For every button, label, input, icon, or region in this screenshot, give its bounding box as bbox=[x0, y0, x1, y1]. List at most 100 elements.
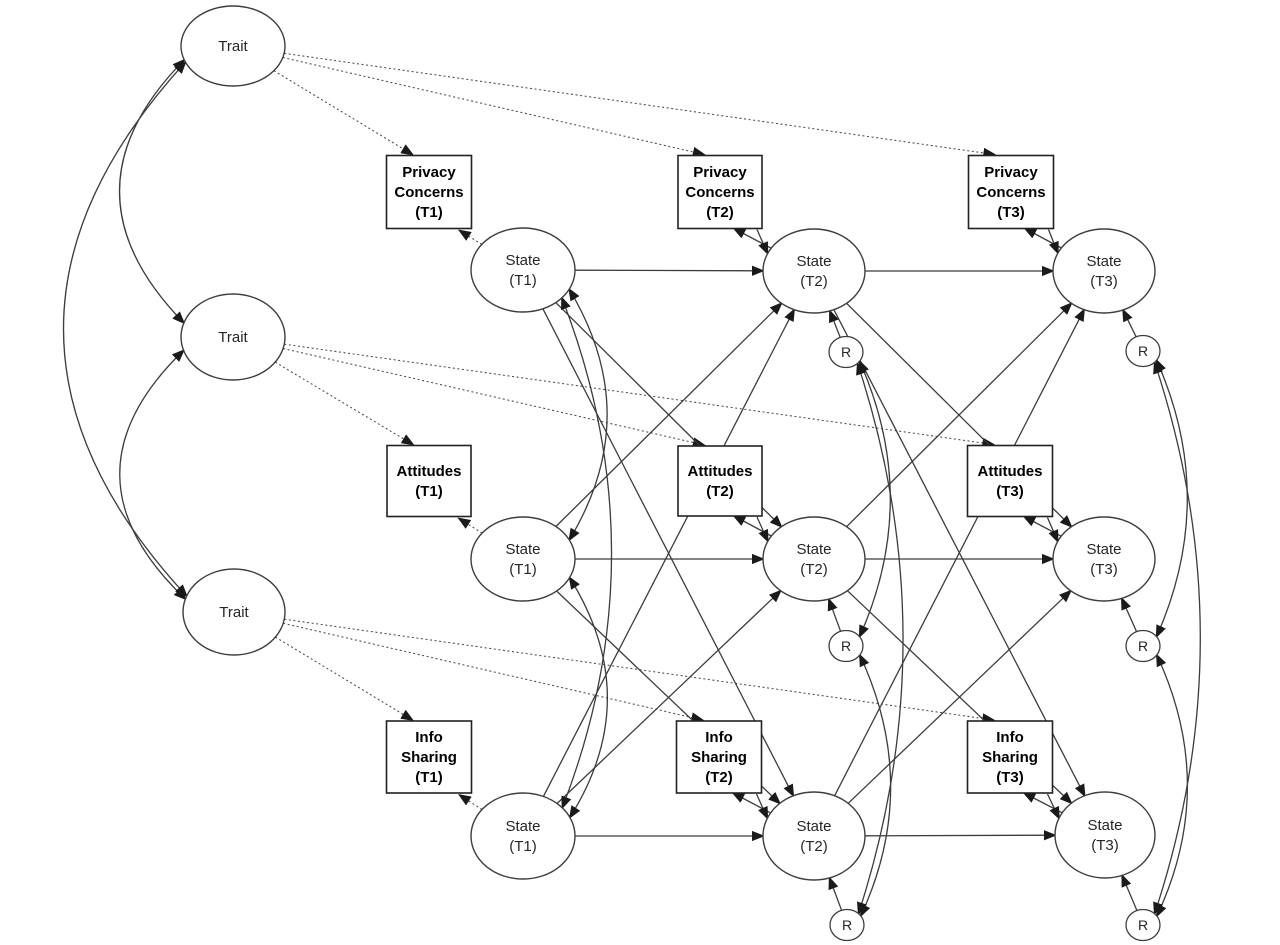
edge-state-indicator-out-state-at-t3-box-at-t3 bbox=[1022, 515, 1062, 537]
node-state-is-t3: State(T3) bbox=[1054, 791, 1156, 879]
box-is-t1-shape bbox=[385, 720, 473, 794]
edge-trait-loading-trait-infosharing-box-is-t1 bbox=[275, 636, 415, 721]
edge-covariance-res-at-t3-res-is-t3 bbox=[1156, 653, 1188, 918]
edge-state-indicator-in-box-pc-t2-state-pc-t2 bbox=[756, 229, 769, 256]
edge-trait-loading-trait-attitudes-box-at-t1 bbox=[274, 361, 415, 446]
edge-trait-loading-trait-privacy-box-pc-t1 bbox=[273, 70, 415, 156]
node-box-at-t3: Attitudes(T3) bbox=[966, 444, 1054, 518]
state-at-t2-label: State(T2) bbox=[796, 541, 831, 578]
edge-covariance-state-pc-t1-state-is-t1 bbox=[561, 296, 613, 810]
state-pc-t3-shape bbox=[1052, 228, 1156, 314]
trait-privacy-shape bbox=[180, 5, 286, 87]
edge-cross-lagged-state-is-t2-state-pc-t3 bbox=[834, 308, 1085, 797]
res-at-t3-label: R bbox=[1138, 638, 1148, 654]
res-at-t2-shape bbox=[828, 629, 864, 663]
res-is-t3-shape bbox=[1125, 908, 1161, 942]
box-at-t3-label: Attitudes(T3) bbox=[978, 463, 1043, 500]
edge-covariance-trait-attitudes-trait-infosharing bbox=[119, 349, 187, 601]
node-trait-privacy: Trait bbox=[180, 5, 286, 87]
state-is-t2-shape bbox=[762, 791, 866, 881]
edge-residual-res-at-t3-state-at-t3 bbox=[1120, 596, 1138, 632]
edge-covariance-res-pc-t2-res-is-t2 bbox=[856, 361, 904, 916]
state-is-t2-label: State(T2) bbox=[796, 818, 831, 855]
node-box-at-t1: Attitudes(T1) bbox=[386, 444, 472, 518]
state-pc-t3-label: State(T3) bbox=[1086, 253, 1121, 290]
edge-state-indicator-in-box-at-t2-state-at-t2 bbox=[756, 516, 769, 543]
edge-residual-res-is-t3-state-is-t3 bbox=[1121, 873, 1138, 911]
res-pc-t3-label: R bbox=[1138, 343, 1148, 359]
edge-trait-loading-trait-privacy-box-pc-t2 bbox=[282, 56, 706, 158]
res-at-t3-shape bbox=[1125, 629, 1161, 663]
box-is-t2-shape bbox=[675, 720, 763, 794]
edge-state-indicator-in-box-is-t2-state-is-t2 bbox=[755, 793, 769, 820]
edge-cross-lagged-state-pc-t1-state-is-t2 bbox=[542, 308, 795, 798]
edge-covariance-res-pc-t3-res-at-t3 bbox=[1155, 358, 1188, 639]
res-is-t2-label: R bbox=[842, 917, 852, 933]
edge-autoregressive-state-pc-t1-state-pc-t2 bbox=[574, 265, 765, 276]
state-pc-t1-shape bbox=[470, 227, 576, 313]
edge-covariance-trait-privacy-trait-attitudes bbox=[119, 58, 186, 325]
state-at-t1-label: State(T1) bbox=[505, 541, 540, 578]
edge-residual-res-pc-t2-state-pc-t2 bbox=[829, 309, 841, 338]
node-state-is-t2: State(T2) bbox=[762, 791, 866, 881]
trait-attitudes-label: Trait bbox=[218, 329, 248, 346]
edge-covariance-res-pc-t2-res-at-t2 bbox=[858, 359, 891, 639]
edge-state-loading-state-at-t1-box-at-t1 bbox=[457, 517, 483, 534]
trait-attitudes-shape bbox=[180, 293, 286, 381]
edge-covariance-trait-privacy-trait-infosharing bbox=[62, 60, 188, 598]
state-pc-t2-label: State(T2) bbox=[796, 253, 831, 290]
edge-covariance-res-at-t2-res-is-t2 bbox=[859, 653, 892, 918]
box-pc-t2-shape bbox=[677, 154, 763, 230]
state-is-t1-shape bbox=[470, 792, 576, 880]
edge-covariance-state-pc-t1-state-at-t1 bbox=[568, 287, 608, 542]
state-at-t1-shape bbox=[470, 516, 576, 602]
node-state-at-t3: State(T3) bbox=[1052, 516, 1156, 602]
edge-cross-lagged-state-is-t2-state-at-t3 bbox=[847, 589, 1073, 804]
edge-covariance-res-pc-t3-res-is-t3 bbox=[1153, 360, 1201, 916]
state-at-t3-label: State(T3) bbox=[1086, 541, 1121, 578]
res-is-t3-label: R bbox=[1138, 917, 1148, 933]
edge-autoregressive-state-is-t2-state-is-t3 bbox=[864, 830, 1057, 841]
node-res-at-t3: R bbox=[1125, 629, 1161, 663]
box-at-t3-shape bbox=[966, 444, 1054, 518]
edge-state-loading-state-is-t1-box-is-t1 bbox=[457, 794, 483, 810]
edge-state-indicator-in-box-at-t3-state-at-t3 bbox=[1046, 517, 1059, 544]
node-trait-infosharing: Trait bbox=[182, 568, 286, 656]
node-res-is-t2: R bbox=[829, 908, 865, 942]
edge-state-indicator-in-box-is-t3-state-is-t3 bbox=[1046, 793, 1060, 820]
node-state-pc-t2: State(T2) bbox=[762, 228, 866, 314]
state-is-t3-label: State(T3) bbox=[1087, 817, 1122, 854]
node-res-at-t2: R bbox=[828, 629, 864, 663]
edge-covariance-state-at-t1-state-is-t1 bbox=[568, 576, 608, 819]
node-res-pc-t3: R bbox=[1125, 334, 1161, 368]
state-pc-t1-label: State(T1) bbox=[505, 252, 540, 289]
res-pc-t2-shape bbox=[828, 335, 864, 369]
edge-residual-res-at-t2-state-at-t2 bbox=[827, 597, 842, 632]
edge-state-indicator-out-state-is-t3-box-is-t3 bbox=[1022, 792, 1063, 814]
box-pc-t1-shape bbox=[385, 154, 473, 230]
node-res-is-t3: R bbox=[1125, 908, 1161, 942]
box-pc-t3-shape bbox=[967, 154, 1055, 230]
edge-cross-lagged-state-at-t2-state-pc-t3 bbox=[846, 302, 1073, 528]
state-at-t2-shape bbox=[762, 516, 866, 602]
res-at-t2-label: R bbox=[841, 638, 851, 654]
state-at-t3-shape bbox=[1052, 516, 1156, 602]
res-is-t2-shape bbox=[829, 908, 865, 942]
edge-state-indicator-out-state-pc-t3-box-pc-t3 bbox=[1023, 227, 1062, 249]
state-is-t3-shape bbox=[1054, 791, 1156, 879]
box-at-t1-label: Attitudes(T1) bbox=[397, 463, 462, 500]
box-at-t1-shape bbox=[386, 444, 472, 518]
edge-trait-loading-trait-attitudes-box-at-t3 bbox=[284, 343, 996, 449]
node-state-pc-t3: State(T3) bbox=[1052, 228, 1156, 314]
box-at-t2-label: Attitudes(T2) bbox=[688, 463, 753, 500]
trait-infosharing-shape bbox=[182, 568, 286, 656]
node-res-pc-t2: R bbox=[828, 335, 864, 369]
